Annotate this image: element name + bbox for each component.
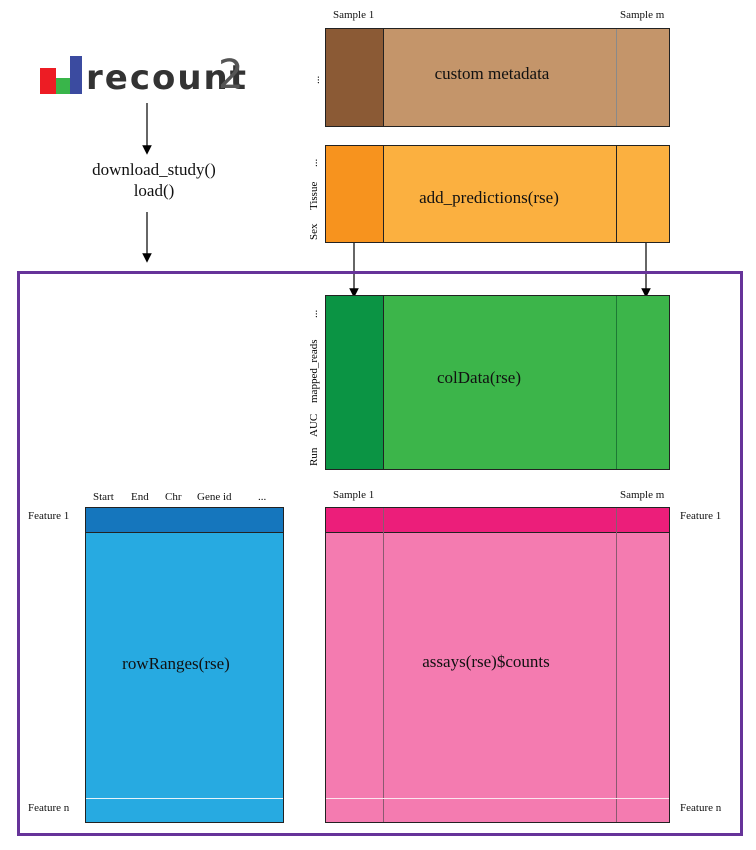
- logo-number: 2: [218, 52, 244, 98]
- auc-row-label: AUC: [308, 413, 320, 437]
- rse-object-frame: [17, 271, 743, 836]
- feature-n-label-right: Feature n: [680, 802, 722, 814]
- custom-metadata-block: custom metadata: [325, 28, 670, 127]
- rowranges-featuren-divider: [86, 798, 283, 799]
- predictions-sample1-column: [326, 146, 384, 242]
- mapped-reads-row-label: mapped_reads: [308, 339, 320, 403]
- logo-text: recount: [86, 58, 249, 98]
- sample-1-label-bottom: Sample 1: [333, 489, 375, 501]
- assays-feature1-row: [326, 508, 669, 533]
- predictions-label: add_predictions(rse): [419, 188, 559, 207]
- load-label: load(): [133, 181, 175, 200]
- rowranges-col-chr: Chr: [165, 491, 182, 503]
- rowranges-col-start: Start: [93, 491, 114, 503]
- assays-sample1-divider: [383, 508, 384, 822]
- rowranges-col-ellipsis: ...: [258, 491, 267, 503]
- sample-m-label-top: Sample m: [620, 9, 665, 21]
- assays-samplem-divider: [616, 508, 617, 822]
- rowranges-block: rowRanges(rse): [85, 507, 284, 823]
- coldata-block: colData(rse): [325, 295, 670, 470]
- sex-row-label: Sex: [308, 223, 320, 241]
- rowranges-col-end: End: [131, 491, 149, 503]
- custom-metadata-samplem-divider: [616, 29, 617, 126]
- logo-bar-green: [56, 78, 70, 94]
- logo-bar-red: [40, 68, 56, 94]
- assays-counts-label: assays(rse)$counts: [422, 652, 550, 671]
- feature-n-label-left: Feature n: [28, 802, 70, 814]
- recount2-logo: recount 2: [40, 52, 260, 102]
- predictions-samplem-divider: [616, 146, 617, 242]
- tissue-row-label: Tissue: [308, 181, 320, 210]
- custom-metadata-row-label: ...: [310, 75, 322, 84]
- coldata-ellipsis-row-label: ...: [308, 309, 320, 318]
- custom-metadata-label: custom metadata: [434, 64, 550, 83]
- coldata-sample1-column: [326, 296, 384, 469]
- assays-counts-block: assays(rse)$counts: [325, 507, 670, 823]
- assays-featuren-divider: [326, 798, 669, 799]
- sample-m-label-bottom: Sample m: [620, 489, 665, 501]
- predictions-ellipsis-row-label: ...: [308, 158, 320, 167]
- rowranges-col-gene-id: Gene id: [197, 491, 232, 503]
- coldata-samplem-divider: [616, 296, 617, 469]
- coldata-label: colData(rse): [436, 368, 522, 387]
- custom-metadata-sample1-column: [326, 29, 384, 126]
- run-row-label: Run: [308, 447, 320, 466]
- download-study-label: download_study(): [92, 160, 216, 179]
- rowranges-feature1-row: [86, 508, 283, 533]
- predictions-block: add_predictions(rse): [325, 145, 670, 243]
- rowranges-label: rowRanges(rse): [122, 654, 230, 673]
- feature-1-label-left: Feature 1: [28, 510, 70, 522]
- sample-1-label-top: Sample 1: [333, 9, 375, 21]
- logo-bar-blue: [70, 56, 82, 94]
- feature-1-label-right: Feature 1: [680, 510, 722, 522]
